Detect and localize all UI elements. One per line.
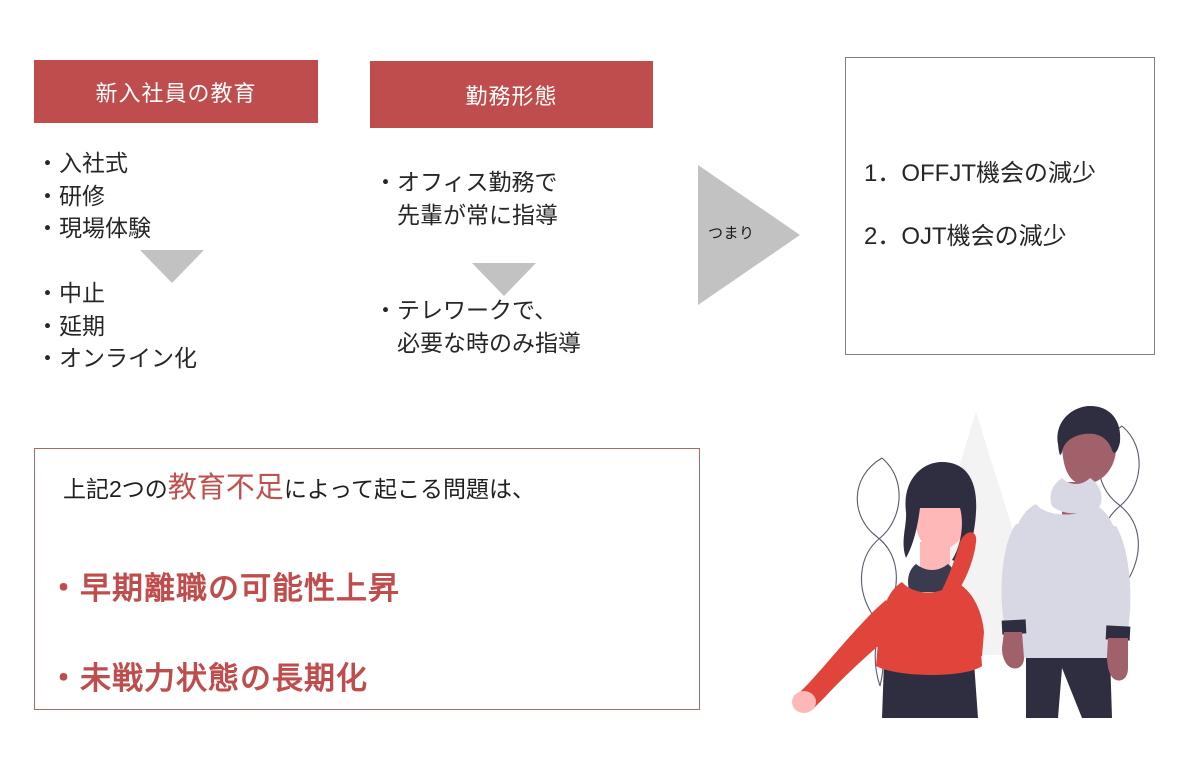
connector-arrow-label: つまり [708,225,755,242]
conclusion-lead-highlight: 教育不足 [167,472,284,504]
person-right [1001,406,1131,718]
arrow-down-icon [140,250,204,283]
outcome-box: 1．OFFJT機会の減少 2．OJT機会の減少 [845,57,1155,355]
conclusion-point-2: ・未戦力状態の長期化 [48,661,368,696]
conclusion-box: 上記2つの教育不足によって起こる問題は、 ・早期離職の可能性上昇 ・未戦力状態の… [34,448,700,710]
two-people-illustration [790,400,1179,730]
conclusion-lead: 上記2つの教育不足によって起こる問題は、 [63,474,535,503]
arrow-down-icon [472,263,536,296]
column-2-banner: 勤務形態 [370,61,653,128]
outcome-item-2: 2．OJT機会の減少 [864,223,1067,250]
column-2-before-list: ・オフィス勤務で 先輩が常に指導 [374,169,558,228]
conclusion-point-1: ・早期離職の可能性上昇 [48,571,400,606]
column-1-before-list: ・入社式 ・研修 ・現場体験 [36,150,151,242]
column-2-after-list: ・テレワークで、 必要な時のみ指導 [374,297,581,356]
column-1-after-list: ・中止 ・延期 ・オンライン化 [36,280,197,372]
conclusion-lead-prefix: 上記2つの [63,476,168,502]
conclusion-lead-suffix: によって起こる問題は、 [283,476,535,502]
connector-arrow: つまり [698,165,800,305]
column-1-banner-label: 新入社員の教育 [95,80,257,106]
column-2-banner-label: 勤務形態 [465,83,558,109]
outcome-item-1: 1．OFFJT機会の減少 [864,160,1096,187]
person-left [792,462,984,718]
column-1-banner: 新入社員の教育 [34,60,318,123]
